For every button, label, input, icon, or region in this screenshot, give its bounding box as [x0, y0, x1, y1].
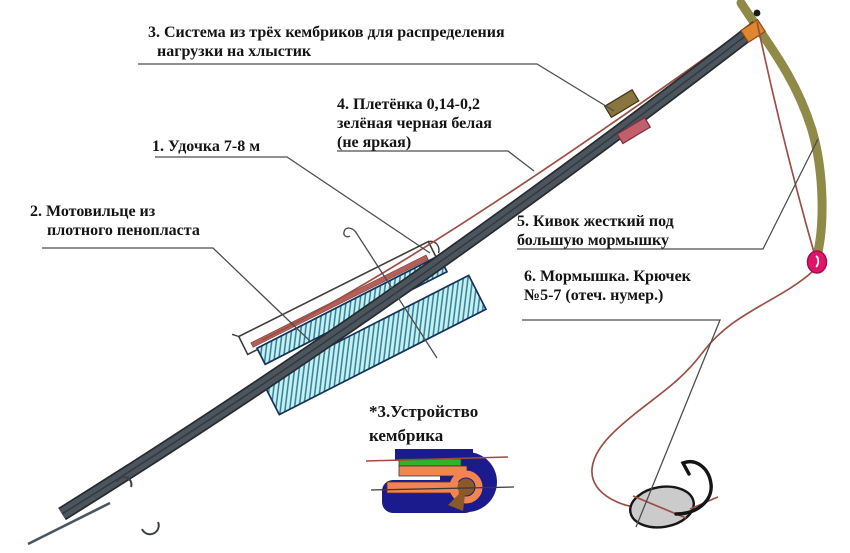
- label-line: большую мормышку: [517, 232, 669, 249]
- pointer-jig: [522, 319, 721, 528]
- label-line: 6. Мормышка. Крючек: [524, 268, 691, 285]
- pointer-winder: [42, 247, 311, 342]
- braided-line-tip-to-bead: [756, 21, 816, 257]
- pointer-cambric-detail: [343, 227, 438, 359]
- channel-end-curl: [428, 240, 440, 254]
- braided-line-bead-to-jig: [591, 271, 813, 508]
- label-line: 2. Мотовильце из: [30, 203, 156, 220]
- device-line-through-upper: [365, 456, 509, 462]
- label-cambric-detail: *3.Устройство кембрика: [369, 400, 478, 448]
- device-line-through-lower: [370, 486, 515, 491]
- label-braid: 4. Плетёнка 0,14-0,2 зелёная черная бела…: [337, 95, 492, 152]
- label-line: 3. Система из трёх кембриков для распред…: [148, 24, 505, 41]
- pointer-rod: [155, 156, 431, 254]
- label-cambric-system: 3. Система из трёх кембриков для распред…: [148, 23, 505, 61]
- pointer-cambric-system: [138, 63, 615, 112]
- label-nod: 5. Кивок жесткий под большую мормышку: [517, 212, 674, 250]
- rod: [58, 21, 762, 521]
- label-line: плотного пенопласта: [47, 222, 200, 239]
- hook: [674, 460, 713, 516]
- tip-knot-dot: [753, 9, 761, 17]
- pointer-nod: [517, 138, 819, 250]
- label-line: (не яркая): [337, 134, 412, 151]
- label-line: *3.Устройство: [369, 402, 479, 421]
- label-line: 4. Плетёнка 0,14-0,2: [337, 96, 481, 113]
- label-line: 1. Удочка 7-8 м: [152, 138, 261, 155]
- label-rod: 1. Удочка 7-8 м: [152, 137, 260, 156]
- braided-line-along-rod: [261, 22, 755, 341]
- callout-lines: [42, 63, 819, 528]
- label-line: 5. Кивок жесткий под: [517, 213, 674, 230]
- device-navy-top: [395, 449, 473, 460]
- cambric-device: [365, 449, 515, 513]
- tip-cambric-orange: [739, 18, 767, 44]
- mid-cambric-pink: [616, 116, 652, 145]
- device-rolled-cambric-ring: [449, 470, 483, 504]
- winder-foam-lower: [260, 274, 488, 416]
- label-line: кембрика: [369, 426, 444, 445]
- label-jig: 6. Мормышка. Крючек №5-7 (отеч. нумер.): [524, 267, 691, 305]
- pointer-braid: [337, 150, 535, 172]
- nod-bead: [806, 250, 828, 274]
- label-line: №5-7 (отеч. нумер.): [524, 287, 664, 304]
- nod-strip: [736, 0, 827, 261]
- jig-body: [629, 485, 695, 529]
- rod-butt-end: [27, 476, 160, 546]
- label-line: зелёная черная белая: [337, 115, 492, 132]
- label-line: нагрузки на хлыстик: [157, 43, 312, 60]
- label-winder: 2. Мотовильце из плотного пенопласта: [30, 202, 200, 240]
